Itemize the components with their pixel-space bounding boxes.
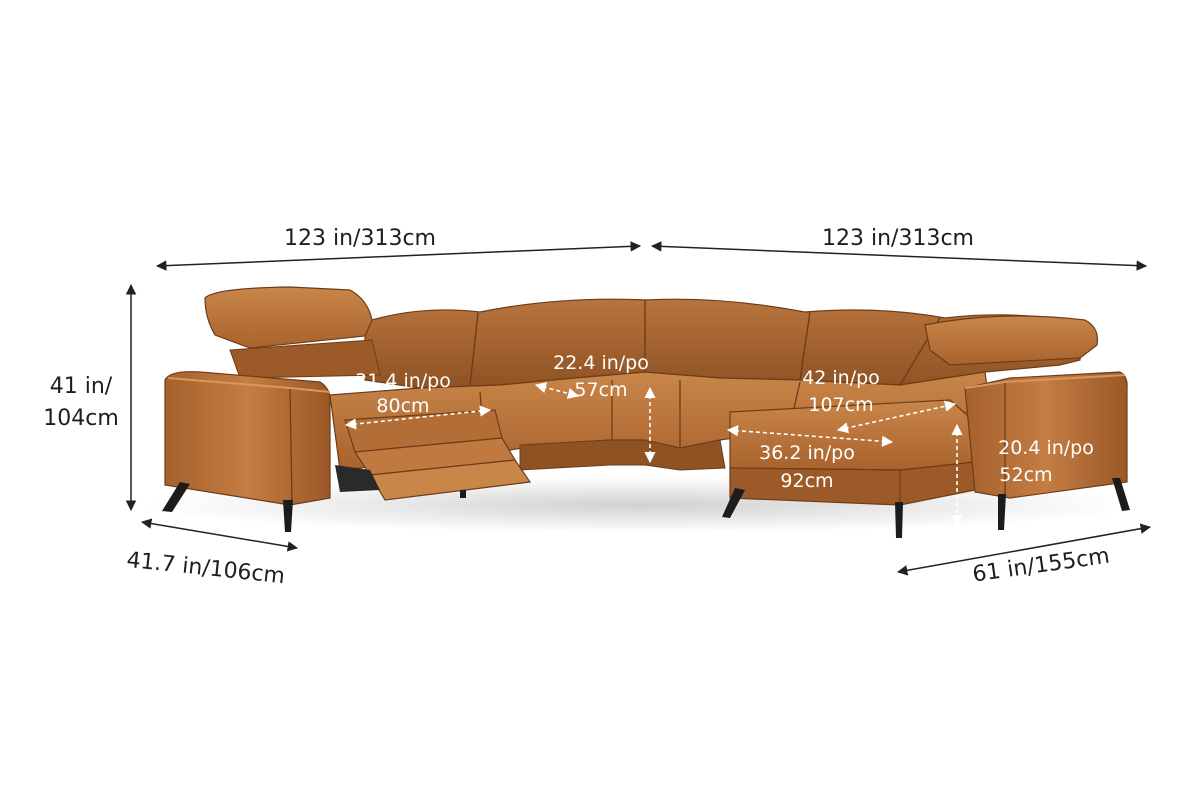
corner-width-label-line1: 22.4 in/po [553,352,649,374]
chaise-width-label-line1: 36.2 in/po [759,442,855,464]
chaise-width-label-line2: 92cm [780,470,833,492]
top-left-width-label: 123 in/313cm [284,226,436,251]
recliner-mechanism [335,465,380,492]
left-depth-label: 41.7 in/106cm [125,548,286,589]
sectional-sofa [162,286,1130,538]
sofa-legs [162,478,1130,538]
left-back-support [229,339,381,379]
base-front [519,439,726,471]
arm-height-label-line2: 52cm [999,464,1052,486]
corner-width-line [534,382,580,399]
right-depth-label: 61 in/155cm [971,544,1111,588]
height-label-line1: 41 in/ [50,374,113,399]
recliner-footrest [335,409,532,501]
inner-dimension-lines [344,382,963,527]
recliner-width-line [344,405,492,430]
recliner-width-label-line1: 31.4 in/po [355,370,451,392]
right-depth-line [896,523,1152,576]
recliner-width-label-line2: 80cm [376,395,429,417]
outer-dimension-lines [125,241,1152,576]
back-seams [469,300,941,386]
corner-width-label-line2: 57cm [574,379,627,401]
right-arm [964,371,1128,499]
chaise-depth-line [836,400,957,434]
height-label-line2: 104cm [43,406,119,431]
left-depth-line [140,518,299,552]
top-right-width-line [650,241,1148,271]
chaise-depth-label-line2: 107cm [808,394,873,416]
arm-height-label-line1: 20.4 in/po [998,437,1094,459]
right-headrest [924,315,1099,366]
left-arm [164,371,331,506]
top-left-width-line [155,241,642,271]
chaise-depth-label-line1: 42 in/po [802,367,880,389]
left-headrest [204,286,373,349]
top-right-width-label: 123 in/313cm [822,226,974,251]
